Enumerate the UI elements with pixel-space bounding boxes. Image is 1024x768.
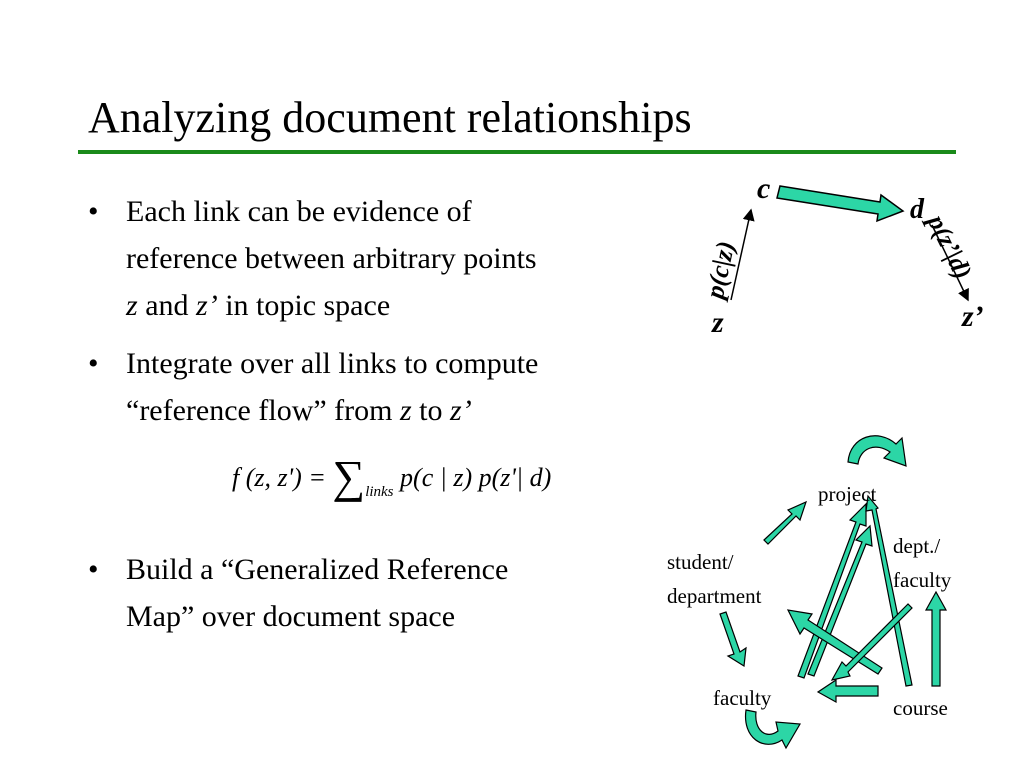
- c-to-d-arrow: [776, 185, 905, 223]
- bullet-marker: •: [88, 553, 99, 586]
- formula-lhs: f (z, z') =: [232, 463, 333, 492]
- bullet-text: in topic space: [217, 289, 391, 322]
- reference-flow-formula: f (z, z') = ∑links p(c | z) p(z'| d): [232, 450, 551, 503]
- student-to-project-arrow: [763, 500, 807, 545]
- node-project: project: [818, 482, 877, 506]
- node-dept: dept./: [893, 534, 941, 558]
- course-to-project-arrow: [865, 494, 913, 687]
- student-to-faculty-arrow: [719, 611, 747, 668]
- bullet-text: Integrate over all links to compute: [126, 347, 539, 380]
- faculty-self-loop-arrow: [744, 709, 801, 750]
- bullet-item: • Build a “Generalized Reference Map” ov…: [88, 546, 508, 640]
- bullet-item: • Each link can be evidence of reference…: [88, 188, 537, 329]
- node-faculty: faculty: [713, 686, 772, 710]
- slide-title: Analyzing document relationships: [88, 93, 692, 142]
- bullet-text: and: [137, 289, 197, 322]
- bullet-text: Build a “Generalized Reference: [126, 553, 509, 586]
- var-z-prime: z’: [196, 289, 218, 322]
- formula-subscript: links: [365, 484, 394, 500]
- dept-to-faculty-arrow: [830, 603, 913, 681]
- var-z: z: [399, 394, 412, 427]
- z-to-c-arrow: [730, 208, 755, 301]
- title-underline: [78, 150, 956, 154]
- project-self-loop-arrow: [847, 435, 907, 467]
- formula-rhs: p(c | z) p(z'| d): [393, 463, 552, 492]
- d-to-zprime-arrow: [931, 224, 969, 302]
- label-z: z: [712, 306, 724, 339]
- course-to-faculty-arrow: [816, 678, 879, 704]
- bullet-text: “reference flow” from: [126, 394, 400, 427]
- bullet-text: reference between arbitrary points: [126, 242, 537, 275]
- sigma-symbol: ∑: [332, 451, 366, 502]
- label-d: d: [910, 194, 924, 225]
- bullet-item: • Integrate over all links to compute “r…: [88, 340, 538, 434]
- node-course: course: [893, 696, 948, 720]
- bullet-text: to: [411, 394, 451, 427]
- bullet-marker: •: [88, 195, 99, 228]
- node-student: student/: [667, 550, 734, 574]
- node-department: department: [667, 584, 762, 608]
- var-z: z: [126, 289, 138, 322]
- bullet-marker: •: [88, 347, 99, 380]
- node-dept-faculty: faculty: [893, 568, 952, 592]
- bullet-text: Map” over document space: [126, 600, 456, 633]
- var-z-prime: z’: [450, 394, 472, 427]
- bullet-text: Each link can be evidence of: [126, 195, 472, 228]
- label-z-prime: z’: [962, 300, 984, 333]
- course-to-dept-arrow: [924, 590, 948, 687]
- label-c: c: [757, 172, 771, 205]
